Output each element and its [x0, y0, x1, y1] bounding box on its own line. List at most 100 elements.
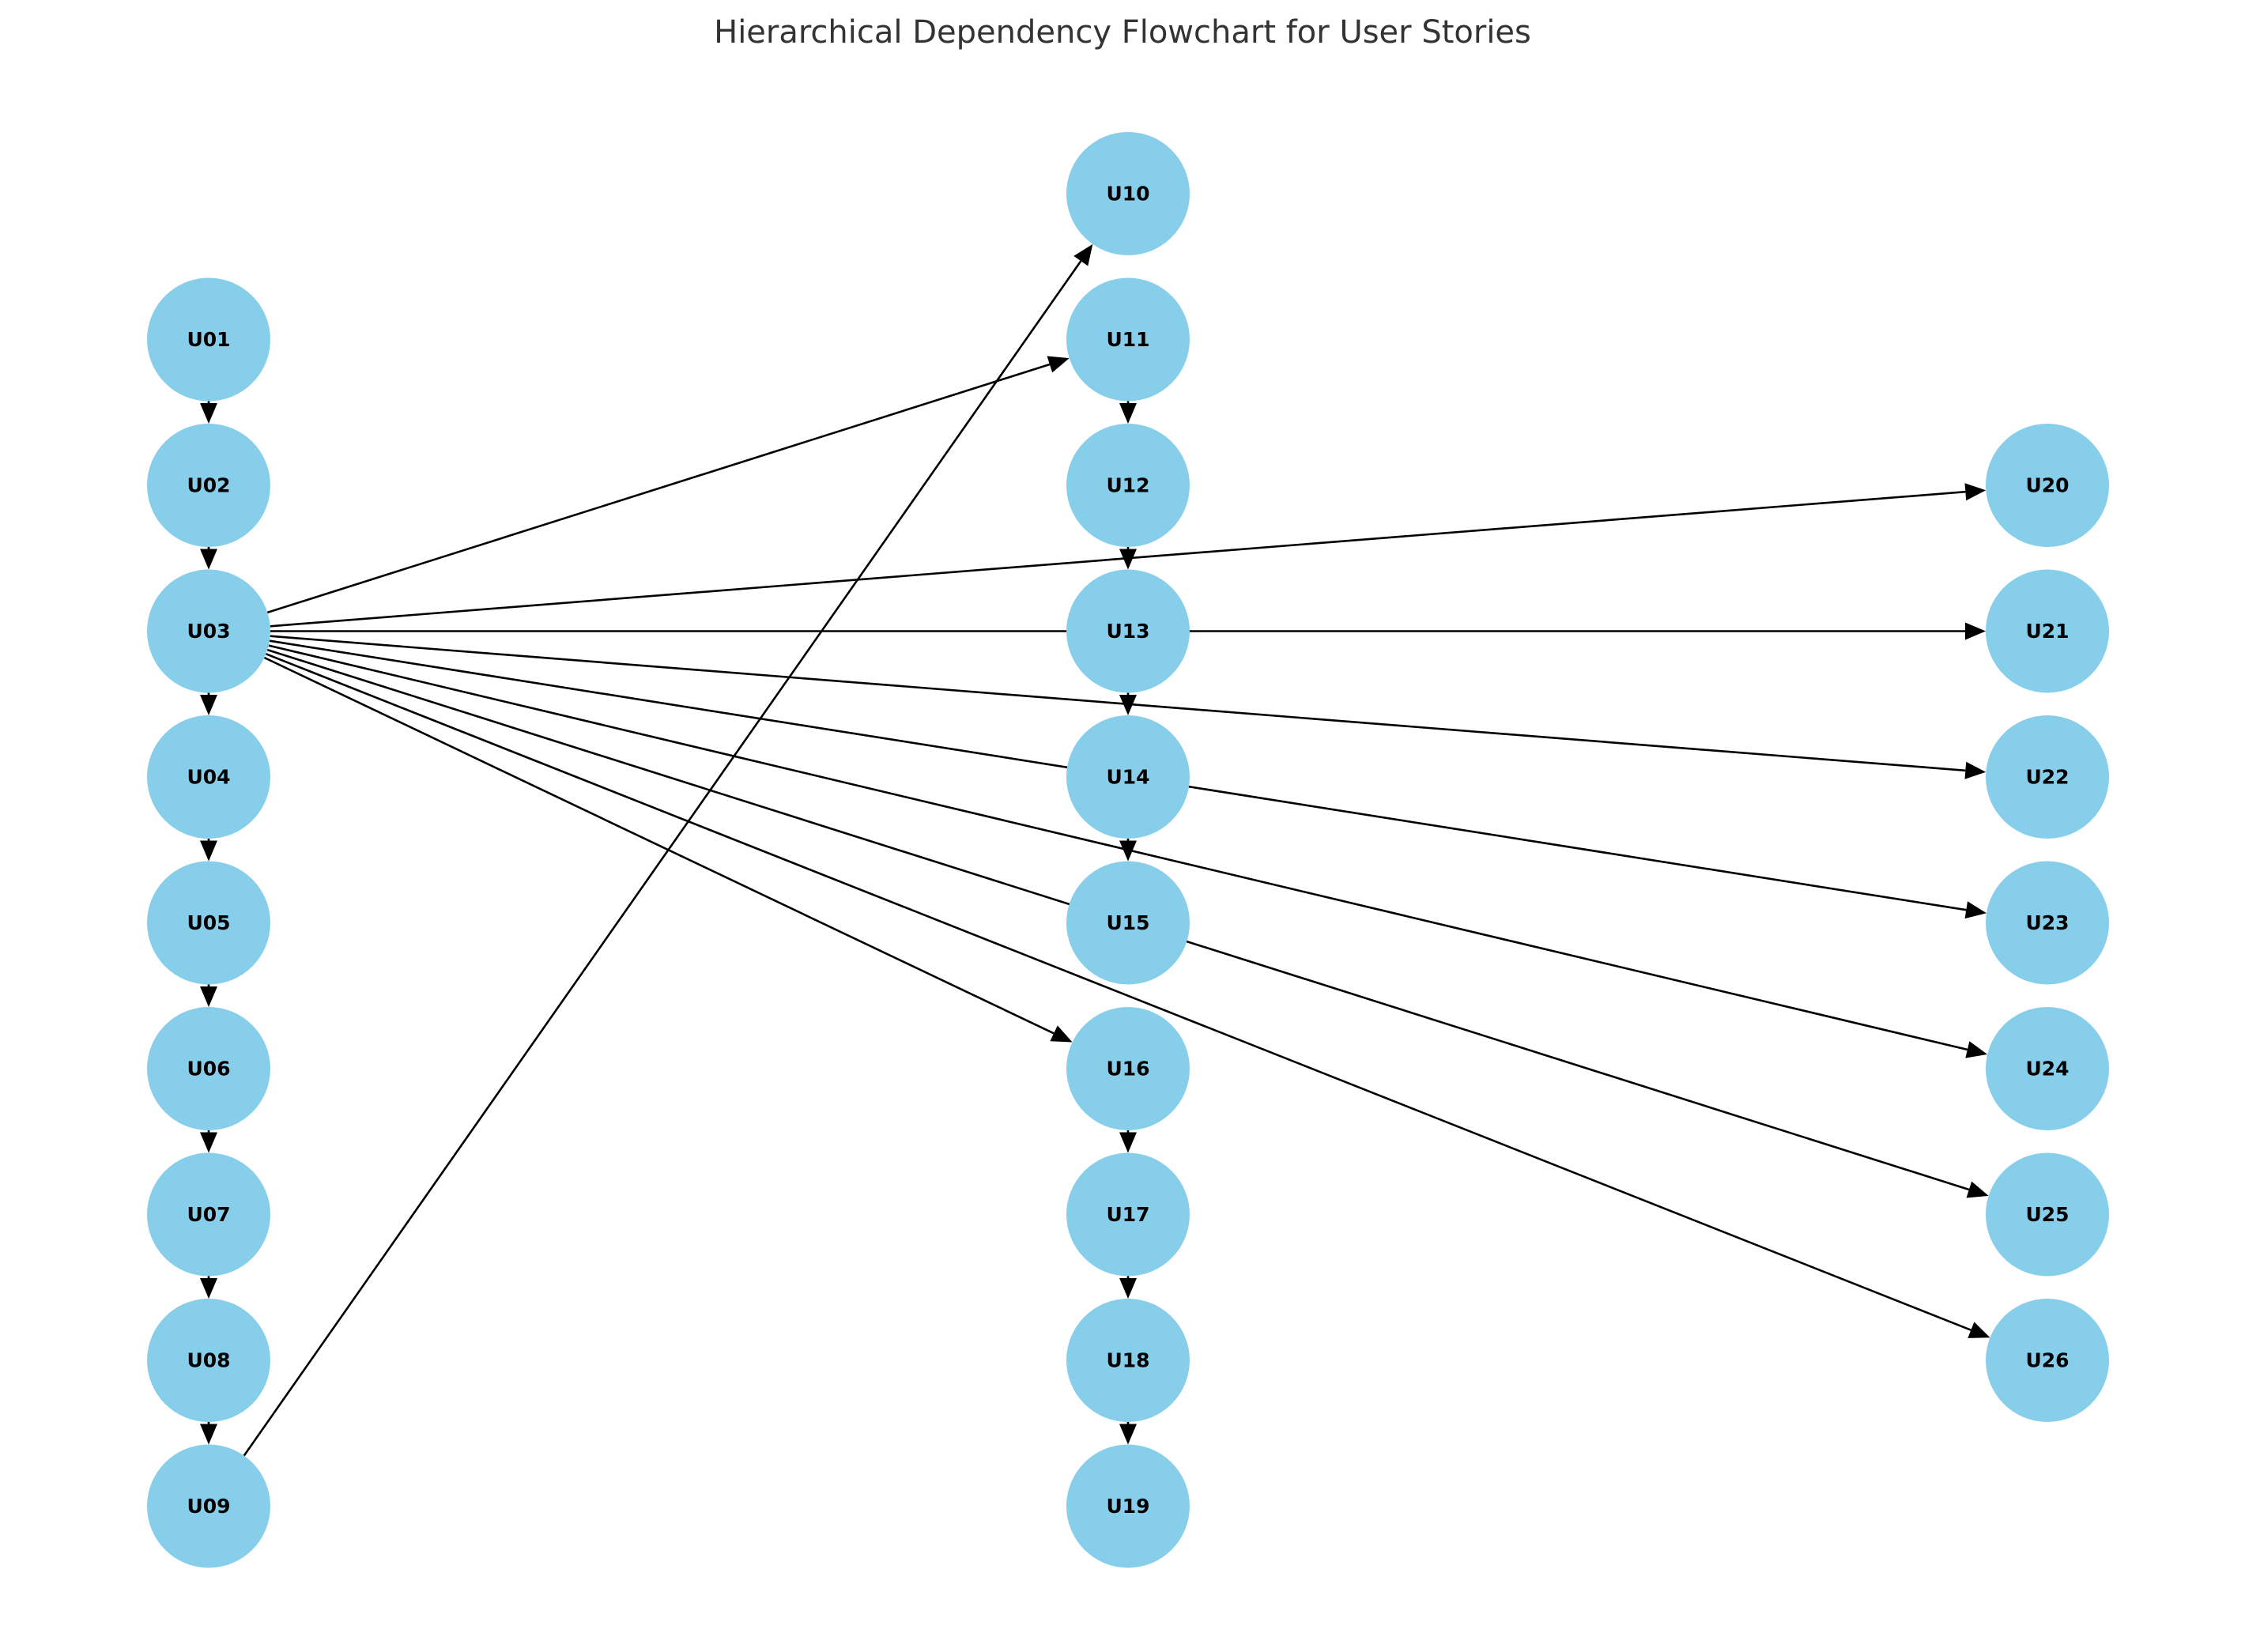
node-circle — [1066, 861, 1190, 985]
node-u26: U26 — [1986, 1299, 2109, 1422]
node-circle — [1066, 424, 1190, 547]
node-label: U25 — [2025, 1203, 2069, 1226]
node-circle — [1066, 1007, 1190, 1130]
node-u07: U07 — [147, 1152, 270, 1277]
arrowheads-layer — [200, 243, 1990, 1445]
node-label: U24 — [2025, 1058, 2069, 1081]
node-label: U07 — [187, 1203, 230, 1226]
node-circle — [147, 277, 270, 402]
chart-title: Hierarchical Dependency Flowchart for Us… — [714, 14, 1531, 51]
arrowhead-icon — [1119, 695, 1137, 715]
nodes-layer: U01U02U03U04U05U06U07U08U09U10U11U12U13U… — [147, 132, 2109, 1568]
node-u22: U22 — [1986, 715, 2109, 839]
node-u02: U02 — [147, 424, 270, 547]
node-u14: U14 — [1066, 715, 1190, 839]
edge-u03-u16 — [263, 656, 1055, 1035]
node-u04: U04 — [147, 715, 270, 839]
node-label: U20 — [2025, 474, 2069, 497]
arrowhead-icon — [1119, 549, 1137, 570]
edge-u03-u26 — [266, 653, 1971, 1331]
node-label: U16 — [1106, 1058, 1149, 1081]
node-label: U05 — [187, 911, 230, 934]
node-circle — [1066, 277, 1190, 402]
node-circle — [147, 715, 270, 839]
node-u15: U15 — [1066, 861, 1190, 985]
arrowhead-icon — [200, 403, 217, 424]
node-u10: U10 — [1066, 132, 1190, 255]
arrowhead-icon — [1964, 901, 1987, 919]
node-label: U15 — [1106, 911, 1149, 934]
node-circle — [1986, 569, 2109, 693]
node-circle — [147, 424, 270, 547]
arrowhead-icon — [200, 695, 217, 715]
edge-u03-u24 — [268, 644, 1968, 1051]
arrowhead-icon — [1965, 1041, 1988, 1058]
node-u20: U20 — [1986, 424, 2109, 547]
arrowhead-icon — [1047, 356, 1070, 373]
node-label: U21 — [2025, 620, 2069, 643]
node-u01: U01 — [147, 277, 270, 402]
node-label: U26 — [2025, 1349, 2069, 1372]
node-u16: U16 — [1066, 1007, 1190, 1130]
edge-u03-u22 — [270, 635, 1966, 772]
arrowhead-icon — [200, 840, 217, 862]
node-label: U06 — [187, 1058, 230, 1081]
arrowhead-icon — [1968, 1322, 1990, 1338]
node-label: U01 — [187, 328, 230, 351]
node-label: U19 — [1106, 1495, 1149, 1518]
node-label: U03 — [187, 620, 230, 643]
node-circle — [1066, 1444, 1190, 1568]
node-u24: U24 — [1986, 1007, 2109, 1130]
node-u08: U08 — [147, 1299, 270, 1422]
node-u17: U17 — [1066, 1152, 1190, 1277]
node-u09: U09 — [147, 1444, 270, 1568]
arrowhead-icon — [1119, 1278, 1137, 1299]
node-u23: U23 — [1986, 861, 2109, 985]
node-u13: U13 — [1066, 569, 1190, 693]
node-circle — [1066, 1299, 1190, 1422]
arrowhead-icon — [1964, 483, 1987, 501]
arrowhead-icon — [1965, 622, 1986, 640]
edge-u09-u10 — [243, 260, 1082, 1457]
node-label: U18 — [1106, 1349, 1149, 1372]
node-label: U13 — [1106, 620, 1149, 643]
arrowhead-icon — [1073, 243, 1093, 266]
node-circle — [1986, 1007, 2109, 1130]
node-u18: U18 — [1066, 1299, 1190, 1422]
node-circle — [1986, 715, 2109, 839]
node-u21: U21 — [1986, 569, 2109, 693]
node-label: U02 — [187, 474, 230, 497]
arrowhead-icon — [1964, 761, 1987, 779]
node-u25: U25 — [1986, 1152, 2109, 1277]
node-circle — [1986, 861, 2109, 985]
arrowhead-icon — [200, 549, 217, 570]
node-circle — [1066, 569, 1190, 693]
node-u06: U06 — [147, 1007, 270, 1130]
node-circle — [1066, 132, 1190, 255]
node-circle — [1066, 1152, 1190, 1277]
arrowhead-icon — [1050, 1025, 1073, 1043]
node-label: U04 — [187, 766, 230, 789]
node-circle — [147, 569, 270, 693]
node-circle — [1066, 715, 1190, 839]
node-circle — [147, 861, 270, 985]
node-label: U11 — [1106, 328, 1149, 351]
arrowhead-icon — [1119, 1424, 1137, 1445]
node-circle — [1986, 1299, 2109, 1422]
node-circle — [147, 1152, 270, 1277]
arrowhead-icon — [200, 1132, 217, 1153]
arrowhead-icon — [200, 1424, 217, 1445]
node-u11: U11 — [1066, 277, 1190, 402]
arrowhead-icon — [1966, 1181, 1989, 1198]
node-label: U12 — [1106, 474, 1149, 497]
node-circle — [147, 1299, 270, 1422]
edge-u03-u11 — [266, 363, 1051, 614]
node-u03: U03 — [147, 569, 270, 693]
arrowhead-icon — [1119, 403, 1137, 424]
node-label: U10 — [1106, 183, 1149, 206]
node-circle — [147, 1007, 270, 1130]
node-u12: U12 — [1066, 424, 1190, 547]
node-circle — [1986, 424, 2109, 547]
node-label: U08 — [187, 1349, 230, 1372]
